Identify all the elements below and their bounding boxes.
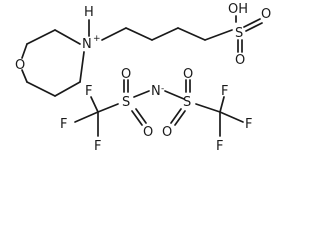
atom-f-left-bottom: F bbox=[94, 139, 101, 154]
atom-n-plus: N bbox=[82, 37, 92, 52]
morpholine-ring bbox=[21, 29, 85, 97]
atom-o-sl-down: O bbox=[143, 125, 153, 140]
bond-cf-left-left bbox=[74, 111, 99, 123]
atom-s-left: S bbox=[122, 95, 130, 110]
atom-s-right: S bbox=[183, 95, 191, 110]
bond-ring-7 bbox=[79, 51, 85, 83]
bond-cf-left-top bbox=[90, 96, 99, 113]
structure-canvas: N + H O OH S O O N - S O O S O O F F F F… bbox=[15, 2, 271, 154]
chemical-structure: N + H O OH S O O N - S O O S O O F F F F… bbox=[15, 2, 271, 154]
bond-sr-c bbox=[195, 103, 221, 113]
charge-n-plus: + bbox=[93, 34, 101, 44]
bond-chain-4 bbox=[177, 27, 206, 41]
atom-s-top: S bbox=[235, 26, 243, 41]
atom-o-top-up: O bbox=[261, 7, 271, 22]
atom-o-sl-up: O bbox=[121, 67, 131, 82]
bond-cf-right-right bbox=[219, 111, 244, 123]
atom-f-right-right: F bbox=[245, 117, 252, 132]
left-triflyl-group bbox=[74, 79, 150, 137]
bond-sr-o-down-2 bbox=[174, 110, 186, 126]
butyl-chain bbox=[101, 27, 233, 41]
bond-sr-o-down bbox=[170, 108, 182, 124]
bond-chain-1 bbox=[101, 27, 127, 41]
right-triflyl-group bbox=[164, 79, 244, 137]
bond-sl-n bbox=[133, 90, 150, 98]
bond-chain-3 bbox=[151, 27, 179, 41]
bond-ring-1 bbox=[54, 29, 81, 45]
bond-sl-o-down bbox=[131, 110, 143, 126]
bond-chain-2 bbox=[125, 27, 153, 41]
atom-o-h: OH bbox=[228, 2, 248, 17]
bond-ring-3 bbox=[21, 43, 28, 59]
atom-o-sr-up: O bbox=[183, 67, 193, 82]
bond-s-o-up bbox=[243, 18, 261, 28]
atom-n-minus: N bbox=[151, 84, 161, 99]
atom-f-left-left: F bbox=[60, 117, 67, 132]
bond-ring-2 bbox=[26, 29, 56, 45]
bond-ring-5 bbox=[26, 81, 56, 97]
atom-f-right-bottom: F bbox=[216, 139, 223, 154]
bond-cf-right-top bbox=[219, 96, 225, 113]
atom-f-left-top: F bbox=[85, 84, 92, 99]
sulfonic-acid-group bbox=[235, 15, 263, 53]
bond-sl-o-down-2 bbox=[135, 108, 147, 124]
charge-n-minus: - bbox=[161, 84, 164, 94]
bond-chain-5 bbox=[204, 29, 233, 41]
atom-o-ring: O bbox=[15, 58, 25, 73]
atom-f-right-top: F bbox=[221, 84, 228, 99]
atom-n-plus-h: H bbox=[84, 5, 94, 20]
bond-ring-6 bbox=[54, 81, 81, 97]
bond-ring-4 bbox=[21, 69, 28, 83]
atom-o-sr-down: O bbox=[162, 125, 172, 140]
bond-s-o-up-2 bbox=[245, 22, 263, 32]
bond-n-sr bbox=[164, 90, 185, 100]
bond-sl-c bbox=[97, 103, 119, 113]
atom-o-top-down: O bbox=[235, 53, 245, 68]
